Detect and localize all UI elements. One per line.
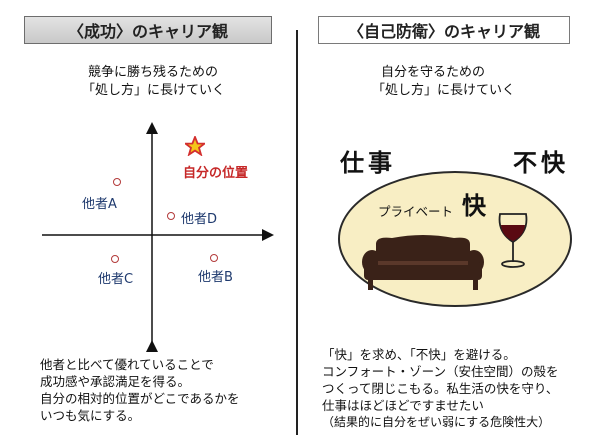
left-title: 〈成功〉のキャリア観 — [24, 16, 272, 44]
other-c-label: 他者C — [98, 272, 134, 287]
left-body-line4: いつも気にする。 — [40, 408, 141, 423]
private-label: プライベート — [378, 204, 454, 219]
work-label: 仕事 — [340, 149, 396, 177]
right-subtitle-line2: 「処し方」に長けていく — [372, 83, 516, 98]
discomfort-label: 不快 — [513, 149, 569, 177]
right-body-line1: 「快」を求め、「不快」を避ける。 — [322, 347, 516, 362]
other-a-label: 他者A — [82, 197, 117, 212]
comfort-label: 快 — [462, 192, 486, 220]
position-axes — [42, 122, 274, 352]
left-subtitle-line1: 競争に勝ち残るための — [88, 65, 219, 80]
left-subtitle-line2: 「処し方」に長けていく — [82, 83, 226, 98]
right-subtitle-line1: 自分を守るための — [381, 65, 486, 80]
left-body-line3: 自分の相対的位置がどこであるかを — [40, 391, 240, 406]
left-body-line2: 成功感や承認満足を得る。 — [40, 374, 191, 389]
right-body-line3: つくって閉じこもる。私生活の快を守り、 — [322, 381, 559, 396]
right-body-line5: （結果的に自分をぜい弱にする危険性大） — [322, 415, 551, 429]
other-d-label: 他者D — [181, 212, 218, 227]
left-body-line1: 他者と比べて優れていることで — [40, 357, 214, 372]
right-body-line2: コンフォート・ゾーン（安住空間）の殻を — [322, 364, 559, 379]
other-d-dot — [167, 212, 175, 220]
other-b-dot — [210, 254, 218, 262]
other-b-label: 他者B — [198, 270, 233, 285]
self-position-label: 自分の位置 — [183, 166, 249, 181]
star-icon — [185, 136, 205, 156]
right-body-line4: 仕事はほどほどですませたい — [322, 398, 484, 413]
right-title: 〈自己防衛〉のキャリア観 — [318, 16, 570, 44]
center-divider — [296, 30, 298, 435]
wine-glass-icon — [498, 213, 528, 268]
other-a-dot — [113, 178, 121, 186]
sofa-icon — [362, 235, 484, 290]
other-c-dot — [111, 255, 119, 263]
